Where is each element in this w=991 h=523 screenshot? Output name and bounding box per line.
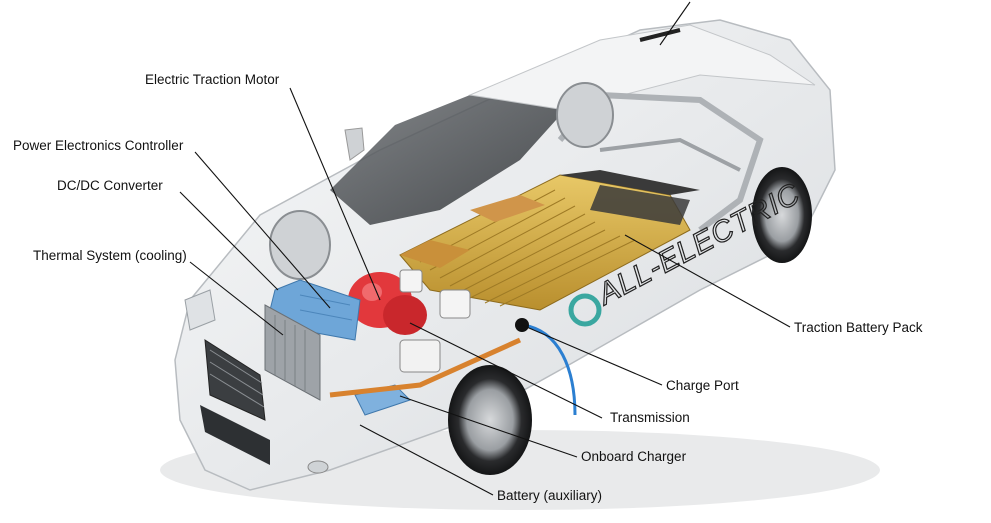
leader-transmission bbox=[409, 322, 603, 419]
label-charge-port: Charge Port bbox=[666, 378, 739, 393]
leader-thermal bbox=[189, 261, 284, 336]
rear-wheel-far bbox=[556, 82, 614, 148]
side-mirror bbox=[344, 127, 365, 161]
rear-wheel-near bbox=[752, 167, 812, 263]
label-onboard-charger: Onboard Charger bbox=[581, 449, 687, 464]
headlight bbox=[184, 289, 216, 331]
radiator bbox=[264, 304, 321, 401]
label-power-electronics-controller: Power Electronics Controller bbox=[13, 138, 184, 153]
front-wheel-far bbox=[269, 210, 331, 280]
onboard-charger-unit bbox=[399, 339, 441, 373]
leader-lines bbox=[179, 1, 791, 496]
battery-pack bbox=[399, 170, 700, 311]
windshield bbox=[330, 95, 565, 225]
label-transmission: Transmission bbox=[610, 410, 690, 425]
roof-antenna-stripe bbox=[639, 28, 681, 42]
leader-battery-pack bbox=[624, 234, 791, 328]
leader-onboard-charger bbox=[399, 395, 578, 458]
transmission-cable bbox=[329, 337, 522, 398]
label-battery-auxiliary: Battery (auxiliary) bbox=[497, 488, 603, 503]
label-traction-battery-pack: Traction Battery Pack bbox=[794, 320, 923, 335]
label-electric-traction-motor: Electric Traction Motor bbox=[145, 72, 280, 87]
leader-roof bbox=[659, 1, 691, 46]
lower-grille bbox=[200, 405, 270, 465]
leader-pec bbox=[194, 151, 331, 309]
label-thermal-system: Thermal System (cooling) bbox=[33, 248, 187, 263]
front-wheel-near bbox=[448, 365, 532, 475]
label-dcdc-converter: DC/DC Converter bbox=[57, 178, 163, 193]
charge-cable bbox=[521, 323, 577, 416]
white-reservoir bbox=[399, 269, 423, 293]
leader-motor bbox=[289, 87, 381, 301]
electric-logo-icon bbox=[568, 293, 602, 327]
leader-dcdc bbox=[179, 191, 279, 291]
front-grille bbox=[204, 339, 266, 421]
leader-charge-port bbox=[521, 324, 663, 386]
fog-light bbox=[307, 460, 329, 474]
leader-aux-battery bbox=[359, 424, 494, 496]
white-component bbox=[439, 289, 471, 319]
